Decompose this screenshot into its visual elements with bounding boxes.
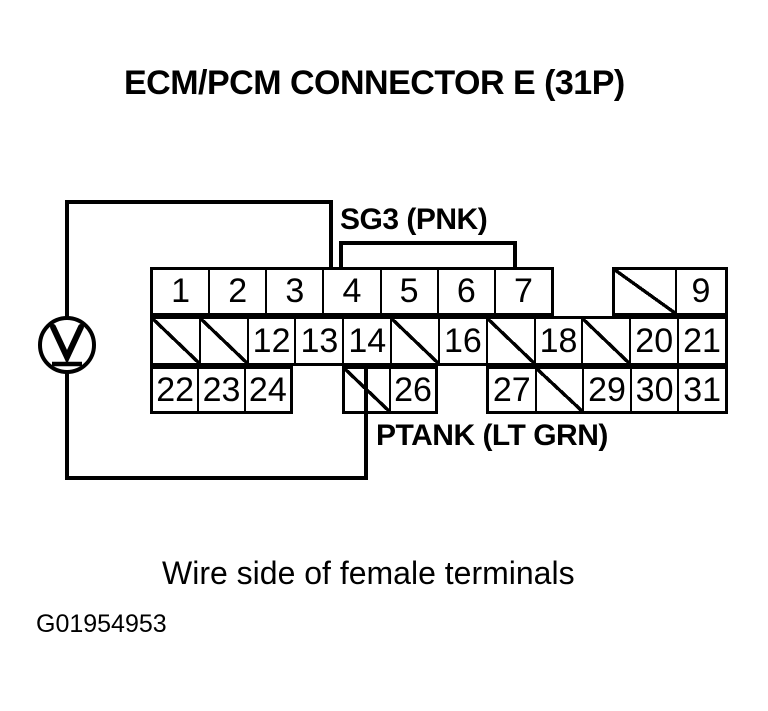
pin-cell-1: 1 (171, 272, 191, 310)
pin-cell-30: 30 (629, 369, 678, 411)
figure-id: G01954953 (36, 610, 167, 638)
wire-side-caption: Wire side of female terminals (162, 555, 575, 591)
pin-cell-20: 20 (629, 319, 677, 363)
pin-cell-empty (485, 319, 534, 363)
pin-cell-6: 6 (436, 270, 494, 313)
pin-cell-empty (390, 319, 438, 363)
page-title: ECM/PCM CONNECTOR E (31P) (124, 64, 625, 102)
pin-cell-14: 14 (342, 319, 390, 363)
connector-block-row3-mid: 26 (342, 366, 438, 414)
connector-block-row1-right: 9 (612, 267, 728, 316)
pin-cell-12: 12 (246, 319, 295, 363)
pin-cell-27: 27 (492, 370, 531, 409)
pin-cell-2: 2 (208, 270, 265, 313)
sg3-bracket (339, 241, 517, 270)
pin-cell-24: 24 (243, 369, 290, 411)
pin-cell-3: 3 (265, 270, 322, 313)
pin-cell-empty (198, 319, 247, 363)
pin-cell-4: 4 (322, 270, 379, 313)
pin-cell-7: 7 (493, 270, 551, 313)
pin-cell-empty (345, 369, 389, 411)
pin-cell-13: 13 (294, 319, 342, 363)
voltmeter-icon (38, 316, 96, 374)
pin-cell-31: 31 (677, 369, 725, 411)
pin-cell-empty (153, 319, 199, 363)
sg3-label: SG3 (PNK) (340, 203, 488, 236)
pin-cell-29: 29 (582, 369, 630, 411)
pin-cell-5: 5 (379, 270, 437, 313)
pin-cell-26: 26 (389, 369, 435, 411)
pin-cell-9: 9 (675, 270, 725, 313)
pin-cell-23: 23 (197, 369, 243, 411)
pin-cell-16: 16 (437, 319, 486, 363)
pin-cell-18: 18 (533, 319, 582, 363)
pin-cell-empty (615, 270, 675, 313)
ptank-label: PTANK (LT GRN) (376, 419, 608, 452)
pin-cell-empty (581, 319, 630, 363)
pin-cell-21: 21 (677, 319, 725, 363)
pin-cell-22: 22 (156, 370, 195, 409)
pin-cell-empty (534, 369, 583, 411)
